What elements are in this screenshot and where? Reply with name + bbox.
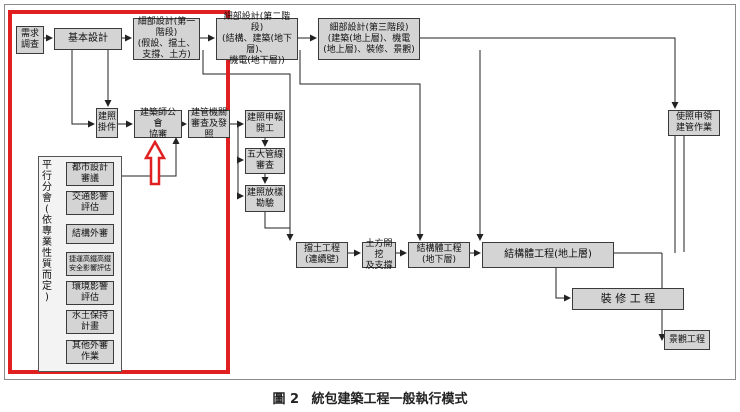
requirement-survey-box: 需求 調查 (16, 26, 44, 54)
building-permit-filing-box: 建照 掛件 (96, 108, 118, 138)
parallel-review-label: 平 行 分 會 ( 依 專 業 性 質 而 定 ) (42, 160, 52, 303)
landscape-works-box: 景觀工程 (664, 330, 710, 350)
safety-impact-assessment-box: 捷運高鐵高鐵 安全影響評估 (66, 252, 114, 276)
authority-review-issue-box: 建管機關 審查及發照 (188, 108, 230, 140)
red-highlight-frame (8, 10, 230, 374)
architect-association-review-box: 建築師公會 協審 (134, 108, 182, 140)
occupancy-permit-box: 使照申領 建管作業 (668, 110, 720, 136)
soil-water-plan-box: 水土保持 計畫 (66, 310, 114, 334)
detail-design-stage1-box: 細部設計(第一階段) (假設、擋土、 支撐、土方) (133, 17, 200, 60)
retaining-wall-box: 擋土工程 (連續壁) (296, 242, 348, 268)
structure-underground-box: 結構體工程 (地下層) (408, 242, 470, 268)
detail-design-stage2-box: 細部設計(第二階段) (結構、建築(地下層)、 機電(地下層)) (216, 12, 298, 66)
figure-caption: 圖 2 統包建築工程一般執行模式 (0, 388, 740, 407)
environmental-impact-box: 環境影響 評估 (66, 281, 114, 305)
construction-report-box: 建照申報 開工 (245, 110, 285, 138)
finishing-works-box: 裝 修 工 程 (572, 288, 684, 310)
diagram-frame (4, 4, 736, 380)
structure-external-review-box: 結構外審 (66, 224, 114, 244)
five-pipelines-review-box: 五大管線 審查 (245, 148, 285, 174)
traffic-impact-box: 交通影響 評估 (66, 191, 114, 215)
setback-survey-box: 建照放樣 勘驗 (245, 185, 285, 212)
urban-design-review-box: 都市設計 審議 (66, 162, 114, 186)
detail-design-stage3-box: 細部設計(第三階段) (建築(地上層)、機電 (地上層)、裝修、景觀) (318, 18, 420, 60)
excavation-support-box: 土方開挖 及支撐 (362, 239, 396, 271)
up-arrow-icon (144, 140, 166, 186)
figure-title: 統包建築工程一般執行模式 (311, 392, 468, 407)
basic-design-box: 基本設計 (54, 28, 122, 50)
figure-number: 圖 2 (272, 392, 300, 407)
other-external-review-box: 其他外審 作業 (66, 340, 114, 364)
structure-aboveground-box: 結構體工程(地上層) (482, 242, 614, 268)
